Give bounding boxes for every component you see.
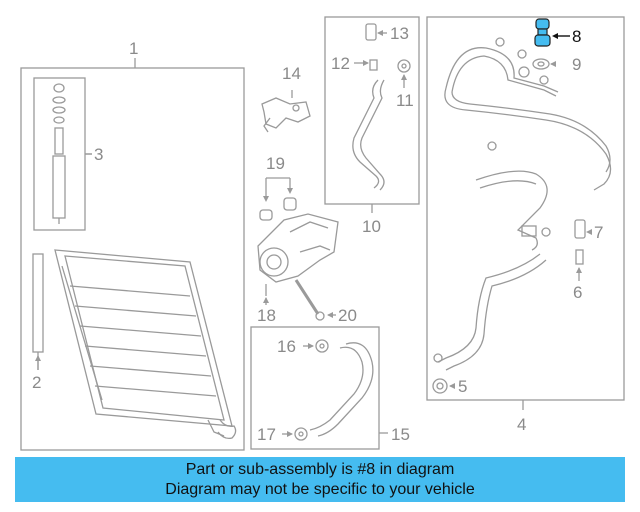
callout-12: 12 bbox=[331, 54, 350, 73]
caption-line-2: Diagram may not be specific to your vehi… bbox=[165, 481, 475, 498]
group-box-condenser bbox=[20, 67, 245, 451]
callout-19: 19 bbox=[266, 154, 285, 173]
group-box-hose-15 bbox=[250, 326, 380, 450]
callout-4: 4 bbox=[517, 415, 526, 434]
callout-7: 7 bbox=[594, 223, 603, 242]
lines-4 bbox=[433, 37, 612, 371]
bolt-20 bbox=[294, 279, 325, 321]
callout-8[interactable]: 8 bbox=[572, 27, 581, 46]
callout-10: 10 bbox=[362, 217, 381, 236]
group-box-lines-4 bbox=[426, 16, 625, 401]
caption-line-1: Part or sub-assembly is #8 in diagram bbox=[185, 461, 455, 478]
callout-1: 1 bbox=[129, 39, 138, 58]
callout-18: 18 bbox=[257, 306, 276, 325]
callout-9: 9 bbox=[572, 55, 581, 74]
washer-5 bbox=[432, 378, 448, 394]
callout-6: 6 bbox=[573, 283, 582, 302]
group-box-hose-10 bbox=[324, 16, 420, 205]
compressor bbox=[257, 213, 339, 296]
callout-11: 11 bbox=[396, 91, 414, 110]
condenser bbox=[54, 249, 237, 440]
callout-13: 13 bbox=[390, 24, 409, 43]
callout-15: 15 bbox=[391, 425, 410, 444]
caption-bar: Part or sub-assembly is #8 in diagram Di… bbox=[15, 457, 625, 502]
dryer-assembly bbox=[52, 83, 66, 224]
washer-9 bbox=[532, 58, 550, 70]
leader-lines bbox=[37, 32, 580, 435]
callout-16: 16 bbox=[277, 337, 296, 356]
callout-20: 20 bbox=[338, 306, 357, 325]
receiver-tube bbox=[32, 253, 44, 353]
callout-3: 3 bbox=[94, 145, 103, 164]
bracket-14 bbox=[261, 97, 311, 133]
callout-14: 14 bbox=[282, 64, 301, 83]
callout-2: 2 bbox=[32, 373, 41, 392]
leader-arrowheads bbox=[35, 30, 592, 437]
callout-5: 5 bbox=[458, 377, 467, 396]
callout-17: 17 bbox=[257, 425, 276, 444]
hose-15 bbox=[294, 339, 374, 441]
highlighted-part-8[interactable] bbox=[534, 18, 570, 47]
hose-10 bbox=[352, 23, 411, 191]
